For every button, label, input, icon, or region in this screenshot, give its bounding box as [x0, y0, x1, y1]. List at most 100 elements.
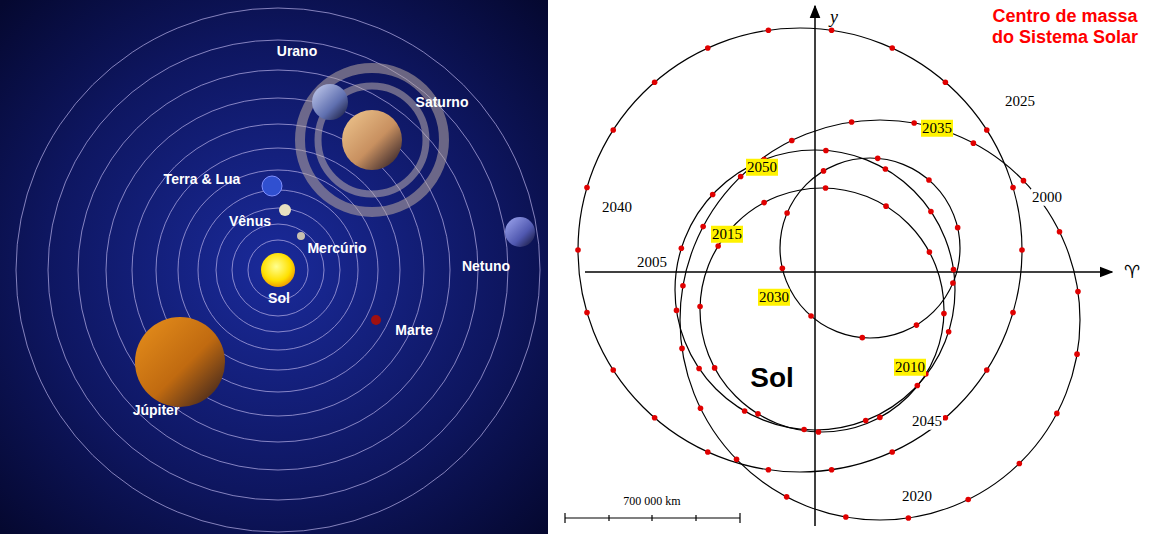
- year-dot: [652, 415, 658, 421]
- year-dot: [715, 243, 721, 249]
- year-dot: [1017, 461, 1023, 467]
- year-dot: [849, 119, 855, 125]
- year-dot: [906, 515, 912, 521]
- year-dot: [943, 415, 949, 421]
- planet-name: Urano: [277, 44, 317, 59]
- year-dot: [943, 79, 949, 85]
- year-dot: [883, 203, 889, 209]
- year-dot: [766, 27, 772, 33]
- year-dot: [984, 367, 990, 373]
- planet-name: Netuno: [462, 259, 510, 274]
- planet-name: Marte: [395, 323, 432, 338]
- year-dot: [734, 457, 740, 463]
- year-dot: [738, 174, 744, 180]
- year-dot: [965, 497, 971, 503]
- orbit-ring: [16, 8, 540, 532]
- orbit-ring: [216, 208, 340, 332]
- year-label: 2020: [901, 488, 933, 505]
- year-dot: [984, 127, 990, 133]
- year-dot: [1075, 289, 1081, 295]
- year-label: 2015: [711, 226, 743, 243]
- year-dot: [883, 166, 889, 172]
- orbit-ring: [232, 224, 324, 316]
- axis-label: y: [830, 8, 838, 28]
- sun-disc: Sol: [667, 124, 963, 420]
- year-dot: [1010, 310, 1016, 316]
- planet-name: Saturno: [416, 95, 469, 110]
- year-dot: [696, 366, 702, 372]
- year-label: 2010: [894, 359, 926, 376]
- year-label: 2045: [911, 413, 943, 430]
- year-dot: [784, 210, 790, 216]
- year-dot: [610, 127, 616, 133]
- year-dot: [951, 267, 957, 273]
- year-dot: [808, 313, 814, 319]
- year-dot: [674, 308, 680, 314]
- year-dot: [710, 192, 716, 198]
- year-dot: [784, 494, 790, 500]
- year-dot: [575, 247, 581, 253]
- year-dot: [680, 283, 686, 289]
- year-dot: [955, 225, 961, 231]
- year-dot: [705, 449, 711, 455]
- year-dot: [780, 266, 786, 272]
- year-dot: [705, 45, 711, 51]
- year-dot: [941, 311, 947, 317]
- year-dot: [863, 418, 869, 424]
- axis-label: ♈: [1124, 262, 1140, 282]
- year-dot: [823, 185, 829, 191]
- year-dot: [1010, 185, 1016, 191]
- year-label: 2035: [921, 120, 953, 137]
- year-dot: [859, 335, 865, 341]
- year-dot: [584, 310, 590, 316]
- planet-name: Júpiter: [133, 403, 180, 418]
- year-dot: [927, 249, 933, 255]
- orbit-ring: [48, 40, 508, 500]
- barycenter-path: [680, 120, 1080, 520]
- year-dot: [877, 415, 883, 421]
- year-dot: [823, 148, 829, 154]
- year-dot: [1057, 229, 1063, 235]
- planet-name: Vênus: [229, 214, 271, 229]
- barycenter-path: [578, 28, 1022, 472]
- year-dot: [946, 329, 952, 335]
- year-dot: [652, 79, 658, 85]
- sun-label: Sol: [750, 362, 794, 394]
- year-dot: [843, 514, 849, 520]
- year-label: 2030: [758, 289, 790, 306]
- year-dot: [1021, 178, 1027, 184]
- scale-label: 700 000 km: [623, 495, 680, 508]
- planet-name: Sol: [268, 291, 290, 306]
- year-dot: [821, 168, 827, 174]
- orbit-ring: [198, 190, 358, 350]
- year-dot: [789, 138, 795, 144]
- sun-shape: [667, 124, 963, 420]
- year-dot: [698, 405, 704, 411]
- orbit-ring: [106, 98, 450, 442]
- year-label: 2025: [1004, 93, 1036, 110]
- orbit-ring: [78, 70, 478, 470]
- year-dot: [712, 365, 718, 371]
- year-dot: [700, 224, 706, 230]
- year-dot: [679, 246, 685, 252]
- year-dot: [816, 429, 822, 435]
- year-dot: [742, 408, 748, 414]
- year-dot: [610, 367, 616, 373]
- year-dot: [755, 411, 761, 417]
- plot-title: Centro de massa do Sistema Solar: [980, 6, 1150, 47]
- year-dot: [679, 346, 685, 352]
- year-dot: [914, 322, 920, 328]
- year-dot: [875, 156, 881, 162]
- year-dot: [911, 120, 917, 126]
- planet-name: Terra & Lua: [164, 172, 241, 187]
- year-dot: [829, 467, 835, 473]
- barycenter-path: [700, 188, 944, 432]
- year-dot: [584, 185, 590, 191]
- year-dot: [697, 304, 703, 310]
- year-dot: [971, 140, 977, 146]
- year-dot: [889, 449, 895, 455]
- year-dot: [801, 427, 807, 433]
- year-dot: [950, 280, 956, 286]
- year-dot: [889, 45, 895, 51]
